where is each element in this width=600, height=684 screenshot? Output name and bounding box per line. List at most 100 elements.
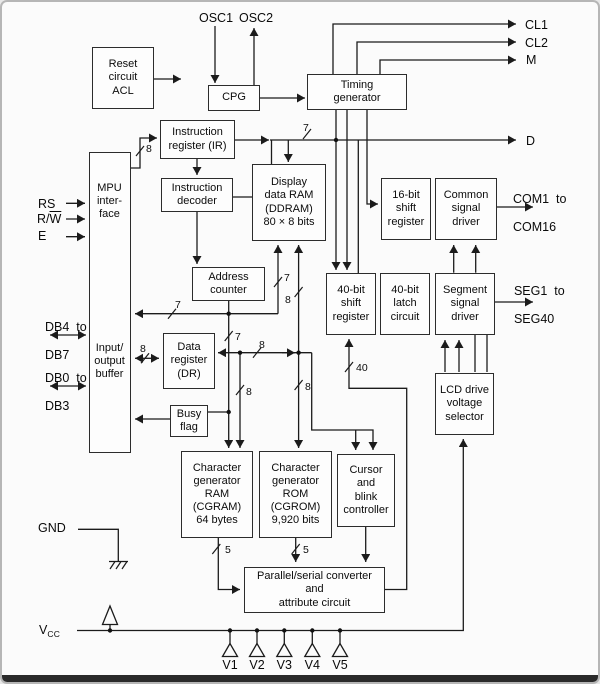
block-label: 64 bytes bbox=[196, 514, 238, 527]
pin-label-line: R/ bbox=[37, 212, 50, 226]
pin-rw: R/W bbox=[37, 212, 61, 226]
block-label: Input/ bbox=[95, 342, 124, 354]
block-reset-circuit: Reset circuit ACL bbox=[92, 47, 154, 109]
block-label: Parallel/serial converter bbox=[257, 570, 372, 583]
block-segment-signal-driver: Segment signal driver bbox=[435, 273, 495, 335]
junction-dot bbox=[296, 350, 301, 355]
block-label: Data bbox=[177, 341, 201, 354]
pin-seg1-seg40: SEG1 to SEG40 bbox=[507, 270, 565, 326]
junction-dot bbox=[254, 628, 260, 633]
block-label: register bbox=[387, 215, 425, 228]
junction-dot bbox=[226, 409, 231, 415]
block-cursor-blink-controller: Cursor and blink controller bbox=[337, 454, 395, 527]
block-label: buffer bbox=[95, 368, 124, 381]
mpu-interface-label: MPU inter- face bbox=[90, 182, 130, 222]
bus-width-label: 7 bbox=[284, 272, 290, 284]
block-label: signal bbox=[450, 297, 480, 310]
block-label: voltage bbox=[446, 397, 483, 410]
block-label: register (IR) bbox=[168, 139, 227, 152]
bus-width-label: 7 bbox=[235, 331, 241, 343]
bus-slash bbox=[252, 347, 262, 359]
pin-v3: V3 bbox=[276, 658, 292, 672]
block-label: output bbox=[94, 355, 125, 368]
bus-slash bbox=[235, 384, 245, 396]
block-label: Cursor bbox=[349, 464, 383, 477]
block-label: driver bbox=[452, 215, 480, 228]
block-label: Busy bbox=[176, 407, 202, 420]
junction-dot bbox=[337, 628, 343, 633]
block-label: 9,920 bits bbox=[271, 514, 320, 527]
bus-width-label: 8 bbox=[140, 343, 146, 355]
block-label: shift bbox=[340, 297, 362, 310]
block-ddram: Display data RAM (DDRAM) 80 × 8 bits bbox=[252, 164, 326, 241]
block-label: RAM bbox=[204, 487, 230, 500]
block-40bit-shift-register: 40-bit shift register bbox=[326, 273, 376, 335]
block-label: attribute circuit bbox=[278, 596, 351, 609]
io-buffer-label: Input/ output buffer bbox=[90, 342, 130, 382]
bus-slash bbox=[273, 276, 283, 288]
block-label: (DDRAM) bbox=[265, 202, 313, 215]
pin-v1: V1 bbox=[222, 658, 238, 672]
bus-width-label: 7 bbox=[175, 299, 181, 311]
pin-label-line: DB7 bbox=[44, 348, 70, 362]
block-label: generator bbox=[193, 474, 241, 487]
junction-dot bbox=[227, 628, 233, 633]
block-label: Display bbox=[270, 176, 308, 189]
block-label: (CGRAM) bbox=[192, 501, 242, 514]
pin-label-line: COM1 to bbox=[512, 192, 567, 206]
pin-label-line: COM16 bbox=[512, 220, 557, 234]
block-16bit-shift-register: 16-bit shift register bbox=[381, 178, 431, 240]
wire-cgram-ps bbox=[217, 538, 240, 594]
block-label: (DR) bbox=[177, 367, 201, 380]
bus-width-label: 8 bbox=[259, 339, 265, 351]
pin-label-line: V bbox=[39, 623, 48, 637]
bus-slash bbox=[302, 128, 312, 140]
block-label: decoder bbox=[177, 195, 217, 207]
bus-slash bbox=[135, 145, 145, 157]
wire-cl2 bbox=[356, 37, 516, 74]
ground-symbol-icon bbox=[109, 560, 128, 570]
block-label: shift bbox=[395, 202, 417, 215]
block-label: Common bbox=[443, 189, 489, 202]
block-label: and bbox=[356, 477, 376, 490]
bus-width-label: 5 bbox=[225, 544, 231, 556]
bus-slash bbox=[291, 543, 301, 555]
junction-dot bbox=[237, 350, 243, 355]
pin-v5: V5 bbox=[332, 658, 348, 672]
pin-label-line: DB4 to bbox=[44, 320, 87, 334]
block-label: selector bbox=[445, 410, 484, 423]
block-label: counter bbox=[210, 284, 247, 296]
block-label: register bbox=[332, 310, 370, 323]
pin-osc1: OSC1 bbox=[199, 11, 234, 25]
block-label: Address bbox=[208, 270, 249, 283]
block-label: ACL bbox=[112, 84, 134, 97]
wire-serial-sr40 bbox=[344, 339, 408, 591]
block-label: circuit bbox=[390, 310, 420, 323]
block-40bit-latch-circuit: 40-bit latch circuit bbox=[380, 273, 430, 335]
bus-width-label: 8 bbox=[146, 143, 152, 155]
block-label: face bbox=[99, 208, 120, 221]
block-lcd-drive-voltage-selector: LCD drive voltage selector bbox=[435, 373, 494, 435]
pin-osc2: OSC2 bbox=[239, 11, 274, 25]
block-label: flag bbox=[180, 421, 198, 433]
wire-mpu-ir bbox=[130, 133, 157, 169]
pin-v2: V2 bbox=[249, 658, 265, 672]
block-label: (CGROM) bbox=[270, 501, 321, 514]
block-label: Instruction bbox=[172, 126, 223, 139]
block-label: generator bbox=[333, 92, 381, 104]
junction-dot bbox=[107, 628, 113, 633]
block-label: circuit bbox=[108, 71, 138, 84]
pin-db4-db7: DB4 to DB7 bbox=[38, 306, 87, 362]
pin-label-subscript: CC bbox=[47, 629, 61, 639]
block-label: CPG bbox=[222, 91, 246, 104]
block-mpu-interface: MPU inter- face Input/ output buffer bbox=[88, 152, 131, 453]
pin-db0-db3: DB0 to DB3 bbox=[38, 357, 87, 413]
pin-e: E bbox=[38, 229, 47, 243]
wire-timing-sr16 bbox=[366, 110, 378, 209]
block-label: ROM bbox=[282, 487, 309, 500]
block-label: data RAM bbox=[264, 189, 314, 202]
pin-rs: RS bbox=[38, 197, 56, 211]
v2-terminal-icon bbox=[248, 630, 266, 658]
block-label: controller bbox=[343, 503, 389, 516]
